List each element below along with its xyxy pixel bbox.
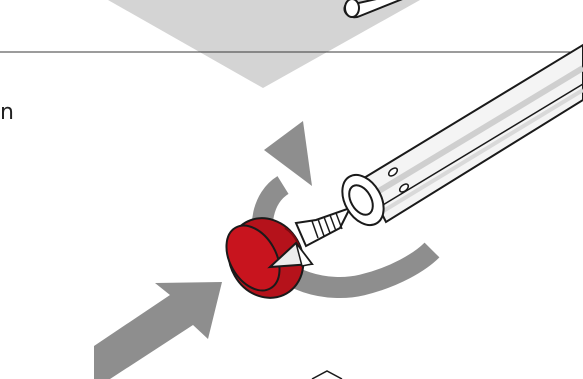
cropped-text: n bbox=[0, 100, 14, 125]
push-arrow-icon bbox=[94, 282, 222, 379]
top-fitting bbox=[343, 0, 403, 19]
screw bbox=[294, 206, 353, 248]
rotate-arrow-icon bbox=[251, 121, 440, 298]
red-cap bbox=[225, 217, 314, 299]
metal-tube bbox=[341, 43, 583, 227]
gray-panel bbox=[108, 0, 420, 88]
corner-mark bbox=[311, 370, 343, 379]
